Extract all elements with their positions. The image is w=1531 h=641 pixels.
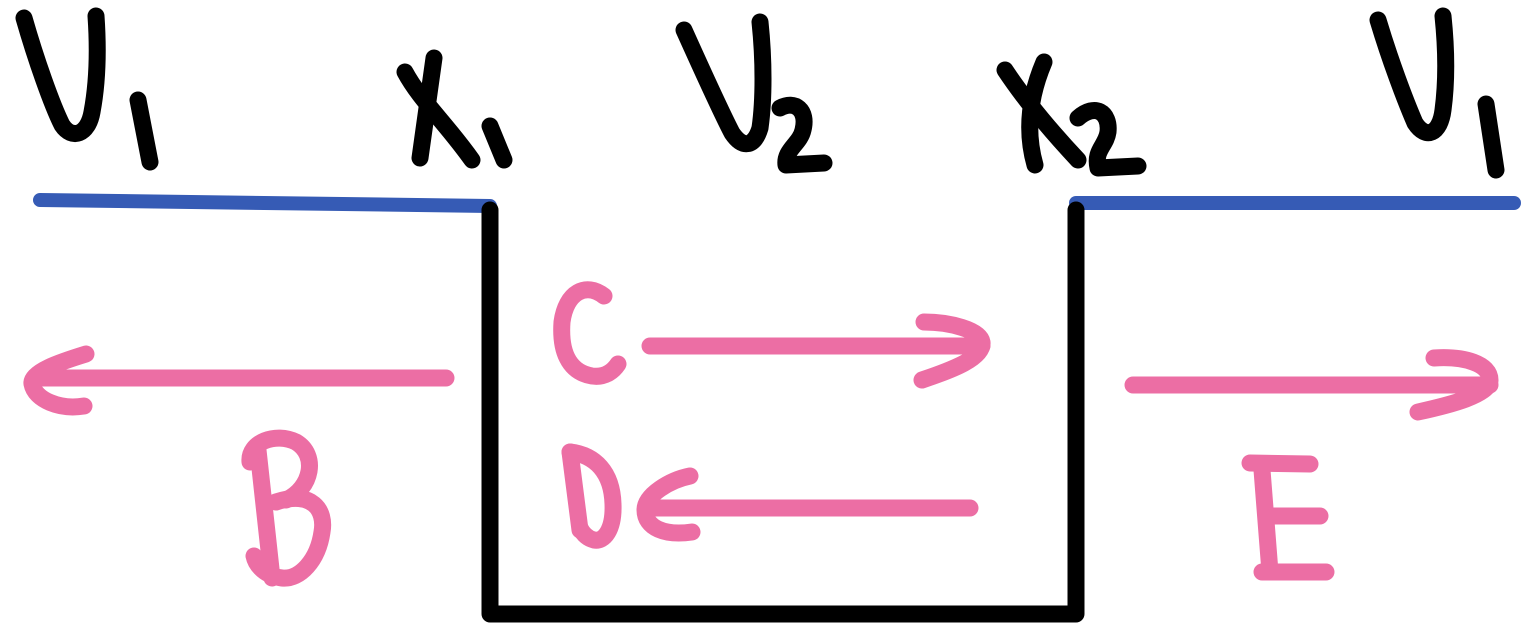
label-x2 [996,53,1147,177]
letter-c [553,281,627,385]
letter-d-text: D [590,487,602,504]
letter-c-text: C [585,327,596,344]
letter-e-text: E [1285,507,1295,524]
arrow-e-right [1124,349,1499,421]
label-v2 [675,13,833,174]
label-v2-text: V2 [750,97,770,114]
arrow-c-right [641,313,991,389]
label-x2-text: x2 [1060,97,1076,114]
label-v1-right-text: V1 [1420,97,1440,114]
letter-b-text: B [280,507,291,524]
label-v1-right [1369,7,1505,179]
letter-d [561,443,622,549]
label-v1-left [15,7,159,171]
potential-well [481,201,1085,623]
letter-b [241,429,332,587]
arrow-b-left [23,345,455,416]
potential-line-left [33,193,497,213]
label-x1-text: x1 [450,97,466,114]
letter-e [1241,454,1335,581]
label-x1 [396,49,513,169]
label-v1-left-text: V1 [60,97,80,114]
arrow-d-left [636,467,979,542]
